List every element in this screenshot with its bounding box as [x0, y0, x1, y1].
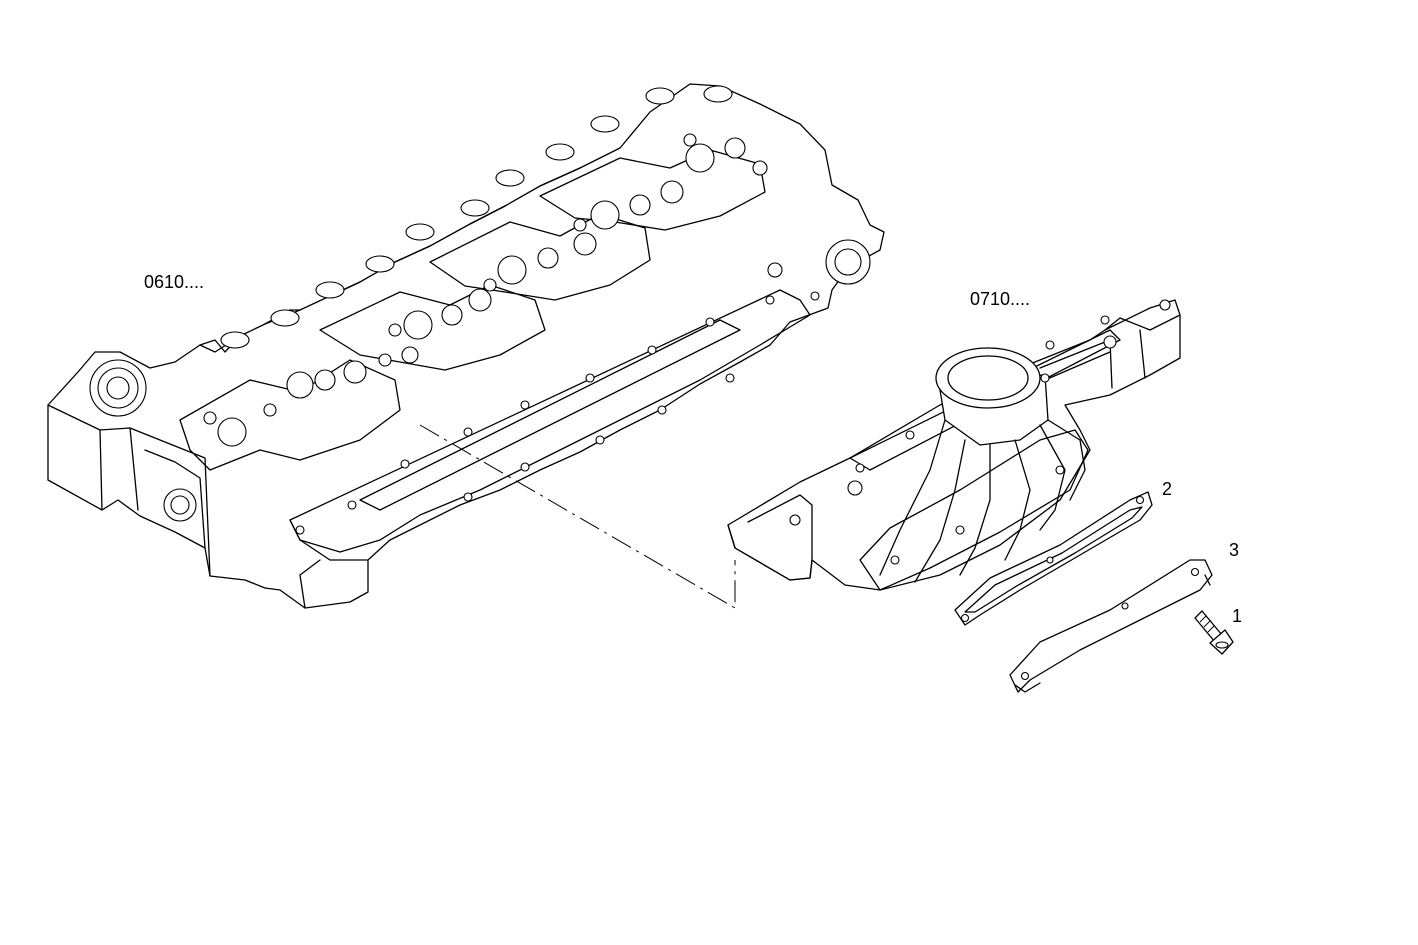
- item-number-2: 2: [1162, 479, 1172, 499]
- gasket-part: [954, 491, 1153, 626]
- spacer-plate-part: [1009, 559, 1213, 693]
- group-label-0710: 0710....: [970, 289, 1030, 309]
- screw-part: [1194, 610, 1234, 655]
- intake-manifold-drawing: [727, 299, 1181, 591]
- item-number-1: 1: [1232, 606, 1242, 626]
- group-label-0610: 0610....: [144, 272, 204, 292]
- cylinder-head-drawing: [47, 83, 885, 609]
- alignment-leader-line: [419, 424, 736, 609]
- item-number-3: 3: [1229, 540, 1239, 560]
